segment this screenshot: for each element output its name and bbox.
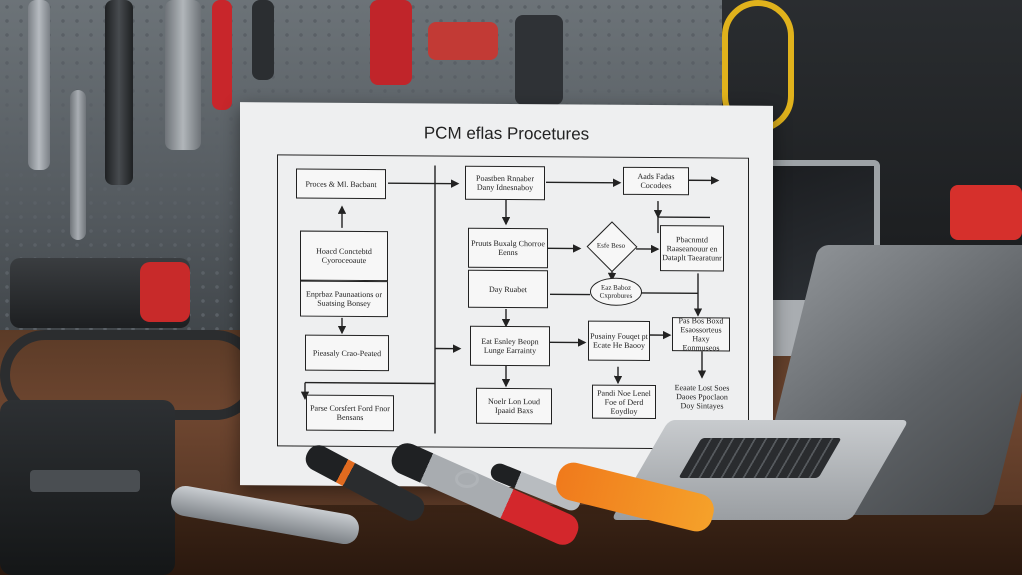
flowchart-box: Hoacd Conctebtd Cyoroceoaute: [300, 230, 388, 282]
red-case-icon: [950, 185, 1022, 240]
flowchart-box: Proces & Ml. Bacbant: [296, 168, 386, 200]
multimeter-icon: [370, 0, 412, 85]
screwdriver-icon: [252, 0, 274, 80]
flowchart-box: Pandi Noe Lenel Foe of Derd Eoydloy: [592, 384, 656, 420]
wrench-icon: [165, 0, 201, 150]
flowchart-box: Eeaate Lost Soes Daoes Ppoclaon Doy Sint…: [674, 382, 730, 411]
flowchart-box: Pieasaly Crao-Peated: [305, 334, 389, 372]
wrench-icon: [70, 90, 86, 240]
scanner-stripe: [140, 262, 190, 322]
toolbox-latch: [30, 470, 140, 492]
pliers-icon: [105, 0, 133, 185]
device-icon: [428, 22, 498, 60]
keyboard-icon: [678, 438, 842, 478]
flowchart-decision-label: Esfe Beso: [596, 241, 626, 250]
flowchart-box: Pusainy Fouqet pt Ecate He Baooy: [588, 320, 650, 362]
clamp-icon: [515, 15, 563, 105]
flowchart-box: Pbacnmtd Raaseanouur en Dataplt Taearatu…: [660, 225, 724, 272]
flowchart-poster: PCM eflas Procetures: [240, 102, 773, 489]
flowchart-box: Aads Fadas Cocodees: [623, 166, 689, 196]
flowchart-box: Pas Bos Boxd Esaossorteus Haxy Eonmuseos: [672, 316, 730, 352]
flowchart-box: Poastben Rnnaber Dany Idnesnaboy: [465, 165, 545, 201]
flowchart-box: Noelr Lon Loud Ipaaid Baxs: [476, 387, 552, 425]
washer-icon: [455, 470, 479, 488]
screwdriver-icon: [212, 0, 232, 110]
flowchart-box: Parse Corsfert Ford Fnor Bensans: [306, 394, 394, 432]
wrench-icon: [28, 0, 50, 170]
flowchart-box: Day Ruabet: [468, 269, 548, 309]
flowchart-box: Enprbaz Paunaations or Suatsing Bonsey: [300, 280, 388, 318]
flowchart-box: Eat Esnley Beopn Lunge Earrainty: [470, 325, 550, 367]
flowchart-connectors: [300, 165, 720, 434]
flowchart-oval: Eaz Baboz Cxprobures: [590, 277, 642, 306]
flowchart-box: Pruuts Buxalg Chorroe Eenns: [468, 227, 548, 269]
